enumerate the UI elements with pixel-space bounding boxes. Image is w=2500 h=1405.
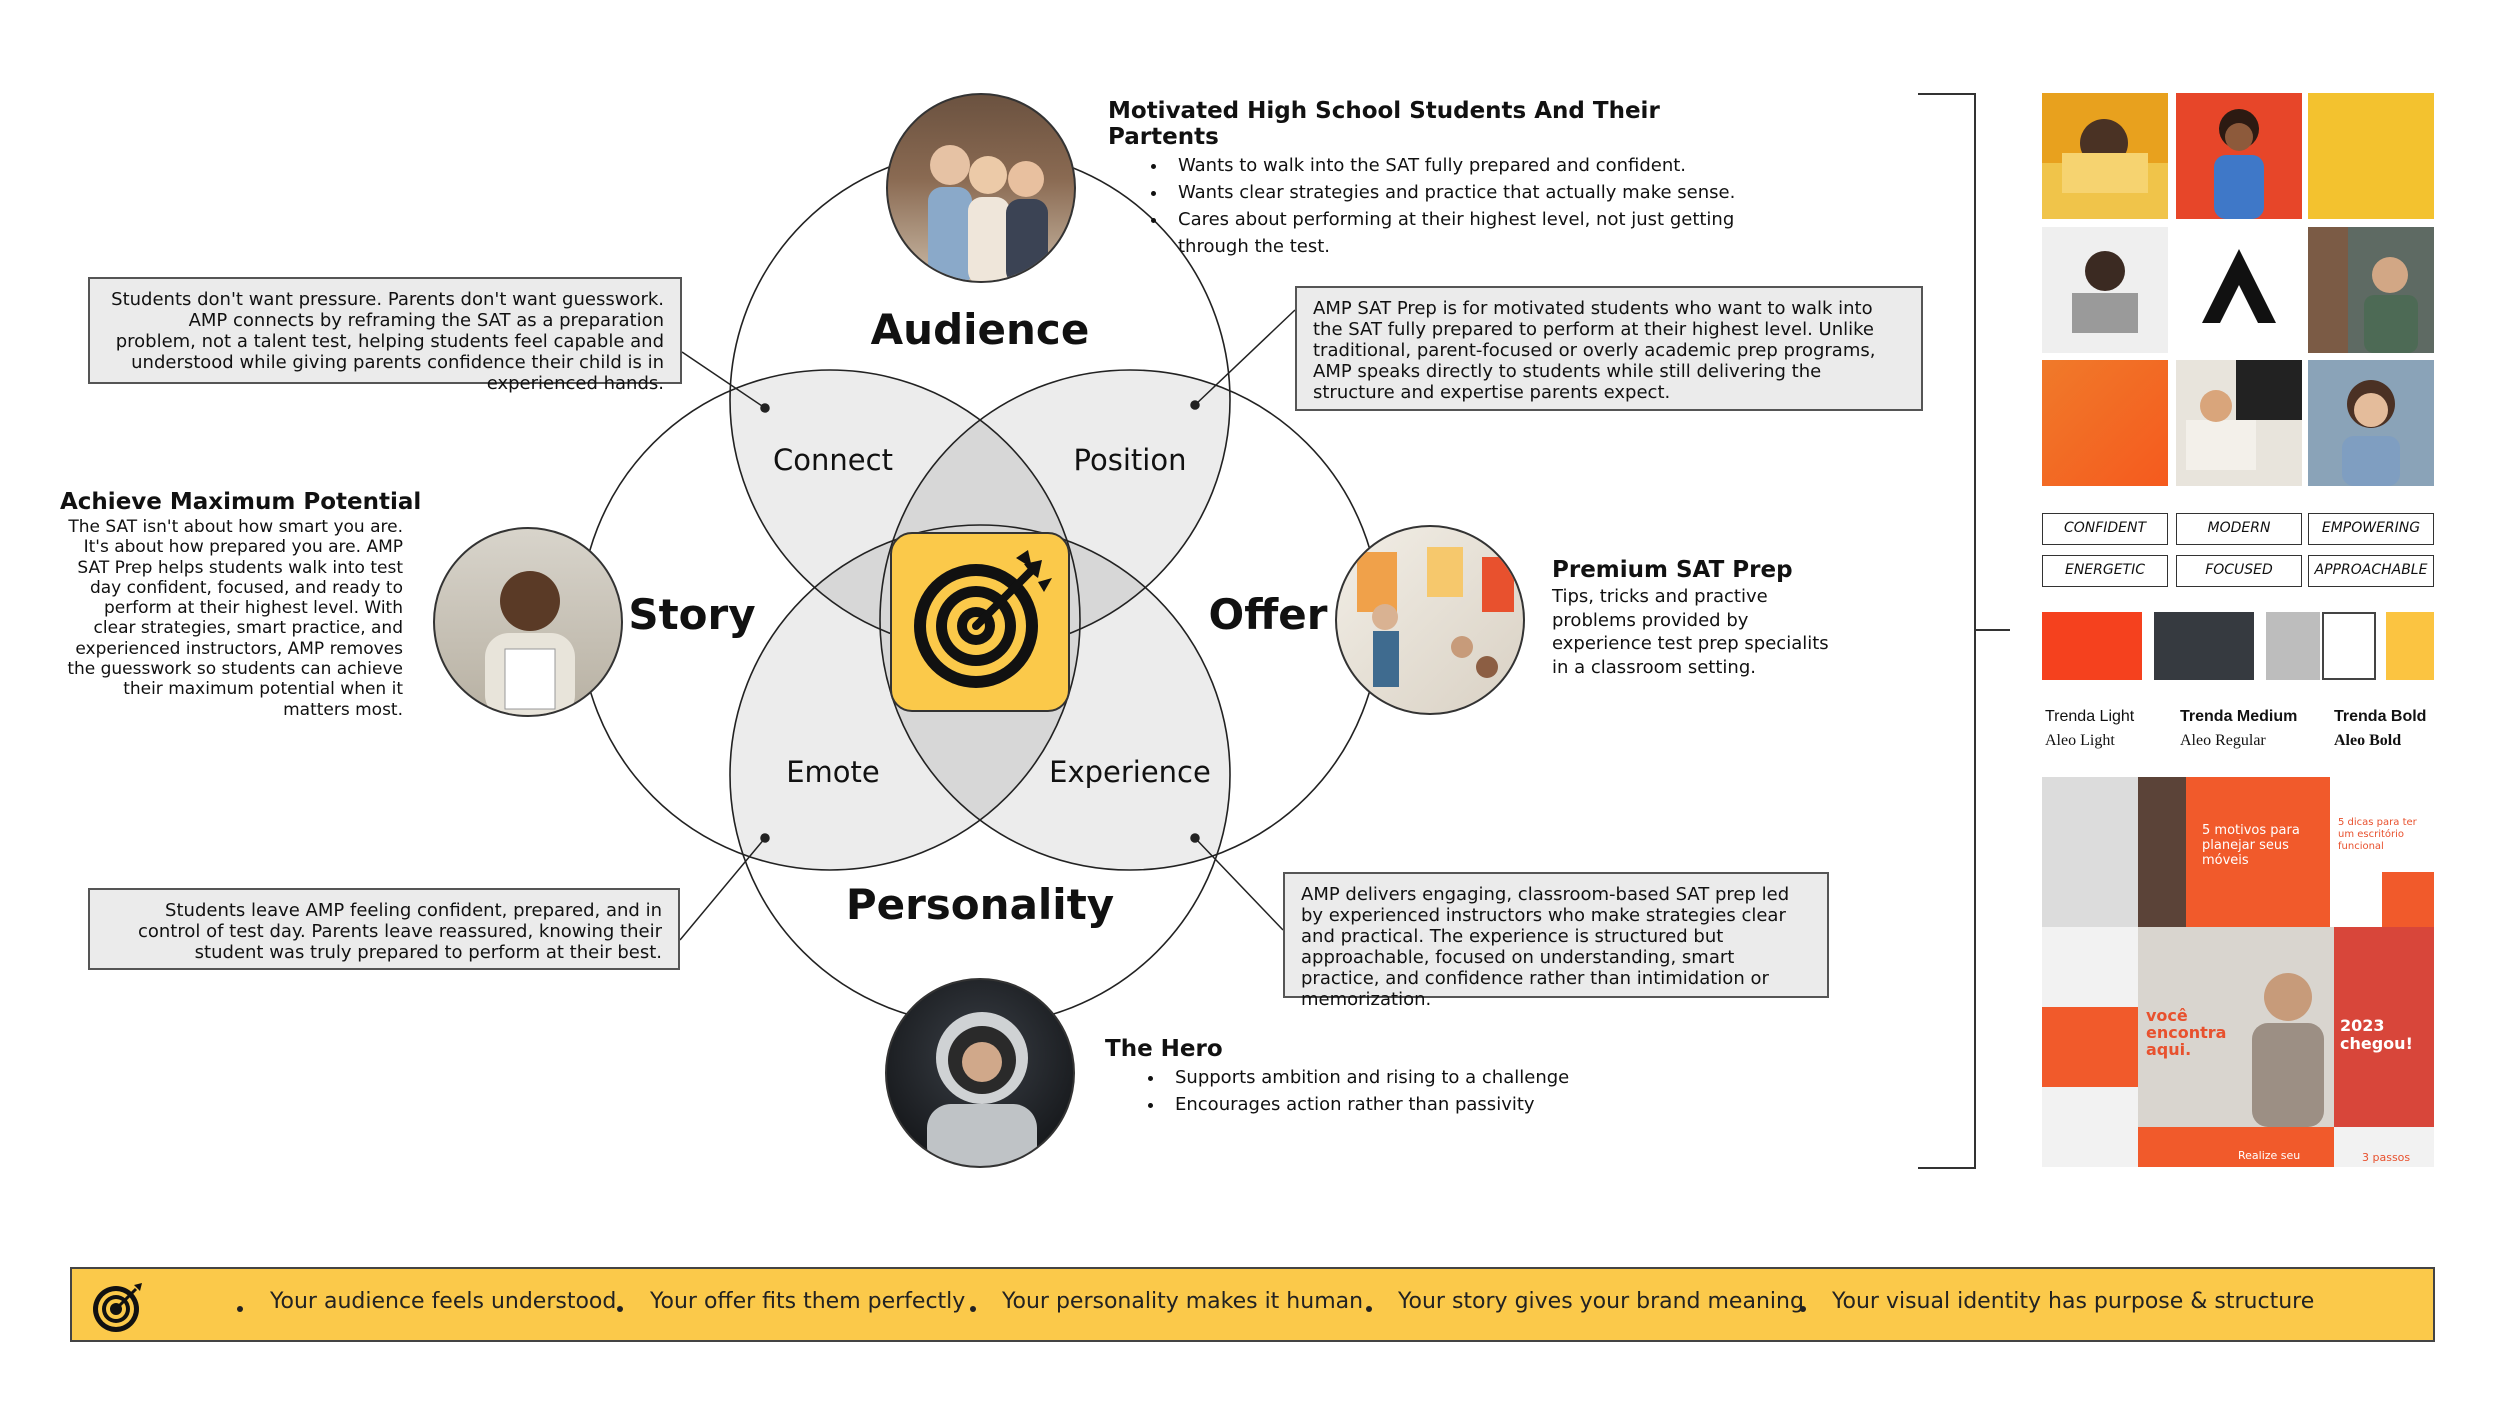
font-sans-name: Trenda Light: [2045, 705, 2134, 729]
banner-item: Your visual identity has purpose & struc…: [1832, 1289, 2314, 1314]
label-connect: Connect: [753, 443, 913, 477]
collage-text-voce: você encontra aqui.: [2146, 1007, 2226, 1058]
offer-body: Tips, tricks and practive problems provi…: [1552, 585, 1832, 679]
font-serif-name: Aleo Bold: [2334, 729, 2426, 753]
label-personality: Personality: [830, 880, 1130, 929]
color-swatch: [2322, 612, 2376, 680]
collage-text-motivos: 5 motivos para planejar seus móveis: [2202, 823, 2312, 868]
font-serif-name: Aleo Light: [2045, 729, 2134, 753]
target-bullseye-icon: [890, 532, 1070, 712]
story-section: Achieve Maximum Potential The SAT isn't …: [60, 489, 403, 720]
label-offer: Offer: [1198, 590, 1338, 639]
offer-title: Premium SAT Prep: [1552, 557, 1832, 583]
brand-tag: APPROACHABLE: [2308, 555, 2434, 587]
color-swatch: [2386, 612, 2434, 680]
collage-text-passos: 3 passos: [2362, 1151, 2410, 1164]
font-specimen-medium: Trenda Medium Aleo Regular: [2180, 705, 2297, 753]
font-specimen-bold: Trenda Bold Aleo Bold: [2334, 705, 2426, 753]
audience-bullet: Wants to walk into the SAT fully prepare…: [1168, 152, 1748, 179]
font-sans-name: Trenda Bold: [2334, 705, 2426, 729]
personality-title: The Hero: [1105, 1036, 1665, 1062]
moodboard-tile-library: [2308, 227, 2434, 353]
moodboard-tile-smile: [2308, 360, 2434, 486]
moodboard-tile-laptop: [2042, 227, 2168, 353]
hero-photo: [885, 978, 1075, 1168]
audience-bullet: Wants clear strategies and practice that…: [1168, 179, 1748, 206]
story-title: Achieve Maximum Potential: [60, 489, 403, 515]
label-audience: Audience: [860, 305, 1100, 354]
offer-section: Premium SAT Prep Tips, tricks and practi…: [1552, 557, 1832, 679]
banner-item: Your personality makes it human: [1002, 1289, 1363, 1314]
brand-tag: ENERGETIC: [2042, 555, 2168, 587]
position-box: AMP SAT Prep is for motivated students w…: [1295, 286, 1923, 411]
banner-item: Your audience feels understood: [270, 1289, 616, 1314]
story-photo: [433, 527, 623, 717]
emote-box: Students leave AMP feeling confident, pr…: [88, 888, 680, 970]
brand-tag: MODERN: [2176, 513, 2302, 545]
audience-title: Motivated High School Students And Their…: [1108, 98, 1748, 150]
font-serif-name: Aleo Regular: [2180, 729, 2297, 753]
brand-tag: FOCUSED: [2176, 555, 2302, 587]
color-swatch: [2042, 612, 2142, 680]
moodboard-tile-study: [2176, 360, 2302, 486]
label-position: Position: [1050, 443, 1210, 477]
moodboard-tile-logo: [2176, 227, 2302, 353]
label-experience: Experience: [1040, 755, 1220, 789]
offer-photo: [1335, 525, 1525, 715]
moodboard-tile-yellow: [2308, 93, 2434, 219]
label-story: Story: [622, 590, 762, 639]
moodboard-tile-orange: [2042, 360, 2168, 486]
audience-photo: [886, 93, 1076, 283]
font-specimen-light: Trenda Light Aleo Light: [2045, 705, 2134, 753]
banner-bullet: [1366, 1306, 1372, 1312]
banner-bullet: [237, 1306, 243, 1312]
social-collage: 5 motivos para planejar seus móveis 5 di…: [2042, 777, 2434, 1167]
connect-box: Students don't want pressure. Parents do…: [88, 277, 682, 384]
collage-text-escritorio: 5 dicas para ter um escritório funcional: [2338, 817, 2428, 853]
story-body: The SAT isn't about how smart you are. I…: [60, 517, 403, 720]
banner-bullet: [617, 1306, 623, 1312]
color-swatch: [2266, 612, 2320, 680]
label-emote: Emote: [753, 755, 913, 789]
experience-box: AMP delivers engaging, classroom-based S…: [1283, 872, 1829, 998]
moodboard-tile-reading: [2042, 93, 2168, 219]
banner-bullet: [970, 1306, 976, 1312]
personality-bullet: Encourages action rather than passivity: [1165, 1091, 1665, 1118]
brand-tag: CONFIDENT: [2042, 513, 2168, 545]
collage-text-chegou: 2023 chegou!: [2340, 1017, 2410, 1053]
moodboard-tile-student: [2176, 93, 2302, 219]
personality-section: The Hero Supports ambition and rising to…: [1105, 1036, 1665, 1118]
audience-bullet: Cares about performing at their highest …: [1168, 206, 1748, 260]
collage-text-realize: Realize seu: [2238, 1149, 2300, 1162]
brand-tag: EMPOWERING: [2308, 513, 2434, 545]
audience-section: Motivated High School Students And Their…: [1108, 98, 1748, 260]
color-swatch: [2154, 612, 2254, 680]
banner-item: Your story gives your brand meaning: [1398, 1289, 1804, 1314]
banner-bullet: [1800, 1306, 1806, 1312]
font-sans-name: Trenda Medium: [2180, 705, 2297, 729]
personality-bullet: Supports ambition and rising to a challe…: [1165, 1064, 1665, 1091]
banner-target-icon: [90, 1279, 146, 1335]
banner-item: Your offer fits them perfectly: [650, 1289, 965, 1314]
